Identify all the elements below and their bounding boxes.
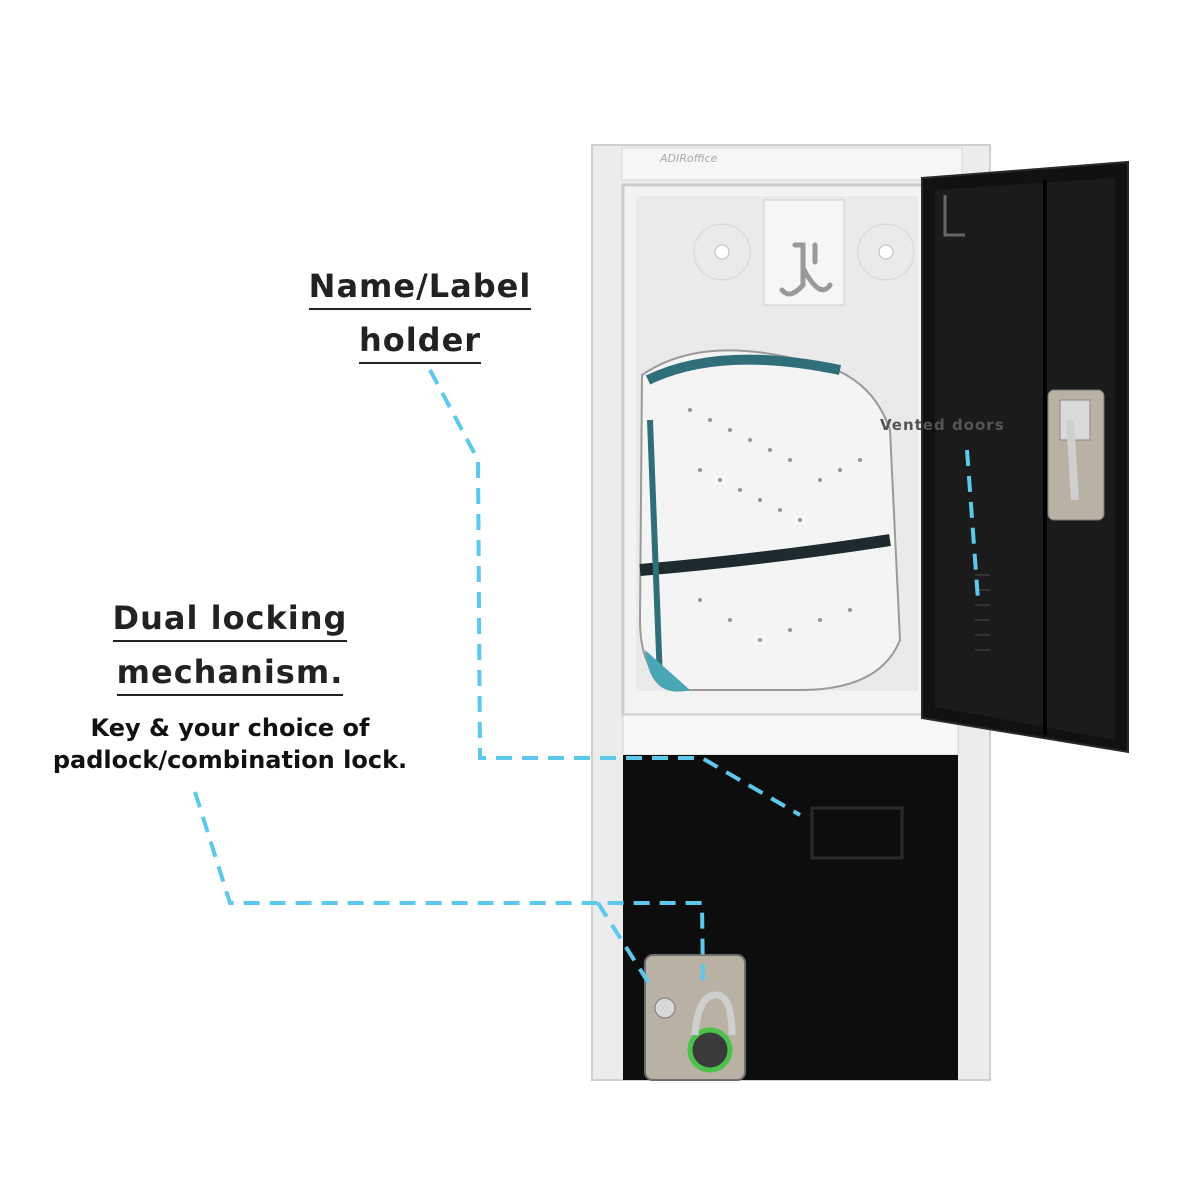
coat-hook xyxy=(779,242,833,297)
backpack xyxy=(638,349,902,691)
callout-locking-detail-line2: padlock/combination lock. xyxy=(52,746,408,774)
callout-locking-detail: Key & your choice of padlock/combination… xyxy=(10,712,450,776)
shelf-divider xyxy=(622,714,959,756)
callout-line-label-holder xyxy=(428,369,802,817)
callout-vented-doors: Vented doors xyxy=(880,416,1005,434)
key-lock xyxy=(654,997,676,1019)
callout-label-holder-line1: Name/Label xyxy=(308,266,532,310)
callout-label-holder: Name/Label holder xyxy=(280,266,560,374)
label-holder xyxy=(810,806,904,860)
callout-label-holder-line2: holder xyxy=(358,320,482,364)
brand-mark: ADIRoffice xyxy=(660,152,718,165)
callout-locking: Dual locking mechanism. xyxy=(80,598,380,706)
callout-line-locking-2 xyxy=(596,901,652,987)
callout-locking-line1: Dual locking xyxy=(112,598,348,642)
callout-line-locking xyxy=(193,791,705,986)
callout-locking-line2: mechanism. xyxy=(116,652,344,696)
callout-locking-detail-line1: Key & your choice of xyxy=(90,714,370,742)
locker-top-panel xyxy=(621,147,963,181)
callout-lines xyxy=(193,369,980,987)
padlock-icon xyxy=(687,1027,733,1073)
